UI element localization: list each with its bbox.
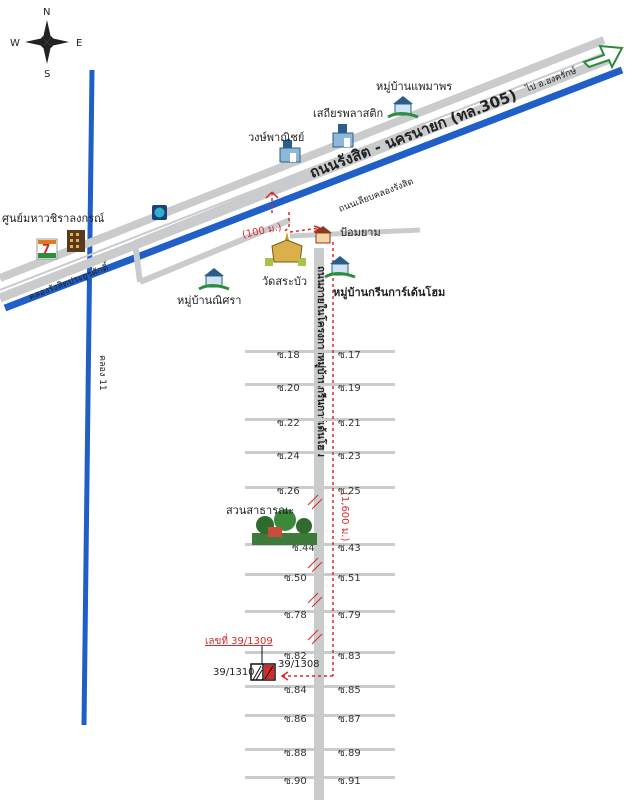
soi-labels-left: ซ.18 ซ.20 ซ.22 ซ.24 ซ.26 ซ.44 ซ.50 ซ.78 … [277,350,315,787]
soi-label: ซ.43 [338,543,361,554]
gas-station-icon [152,205,167,220]
soi-label: ซ.19 [338,383,361,394]
seven-eleven-text: 7 [42,242,50,256]
soi-label: ซ.78 [284,610,307,621]
soi-label: ซ.20 [277,383,300,394]
village-phaemaphon-label: หมู่บ้านแพมาพร [376,80,452,93]
village-road-label: ถนนภายในโครงการหมู่บ้านกรีนการ์เด้นโฮม [314,266,328,457]
mall-label: ศูนย์มหาวชิราลงกรณ์ [2,212,104,225]
main-road-upper [0,53,614,303]
compass-e: E [76,38,82,49]
soi-label: ซ.25 [338,486,361,497]
soi-lines [245,350,395,779]
soi-labels-right: ซ.17 ซ.19 ซ.21 ซ.23 ซ.25 ซ.43 ซ.51 ซ.79 … [338,350,361,787]
soi-label: ซ.89 [338,748,361,759]
soi-label: ซ.91 [338,776,361,787]
vertical-canal-label: คลอง 11 [97,355,107,391]
soi-label: ซ.84 [284,685,307,696]
soi-label: ซ.82 [284,651,307,662]
house-icon [324,256,356,279]
target-plots [250,663,276,681]
soi-label: ซ.24 [277,451,300,462]
short-distance-label: (100 ม.) [241,222,282,241]
soi-label: ซ.90 [284,776,307,787]
seven-eleven-icon: 7 [36,238,58,260]
compass-n: N [43,7,50,18]
village-natthira-label: หมู่บ้านณิศรา [177,294,241,307]
direction-arrow-icon [582,44,624,70]
compass-s: S [44,69,50,80]
soi-label: ซ.44 [292,543,315,554]
compass-icon: N S E W [10,7,82,80]
soi-label: ซ.26 [277,486,300,497]
guard-post-icon [314,226,332,244]
soi-label: ซ.22 [277,418,300,429]
diagonal-canal-line [3,66,624,312]
target-plot-label: เลขที่ 39/1309 [205,633,273,647]
frontage-road-label: ถนนเลียบคลองรังสิต [337,176,415,215]
road-break-marks [307,494,323,645]
wongpanich-label: วงษ์พาณิชย์ [248,131,304,144]
frontage-road-line [133,122,427,246]
left-plot-label: 39/1310 [213,667,255,678]
soi-label: ซ.87 [338,714,361,725]
soi-label: ซ.17 [338,350,361,361]
guard-post-label: ป้อมยาม [340,226,381,239]
shop-icon [279,140,301,163]
park-label: สวนสาธารณะ [226,504,294,517]
soi-label: ซ.83 [338,651,361,662]
village-green-garden-label: หมู่บ้านกรีนการ์เด้นโฮม [333,285,445,300]
route-path [265,191,334,681]
soi-label: ซ.21 [338,418,361,429]
temple-label: วัดสระบัว [262,275,307,288]
temple-icon [265,232,306,266]
soi-label: ซ.79 [338,610,361,621]
guard-post-lane [289,227,421,239]
soi-label: ซ.51 [338,573,361,584]
soi-label: ซ.23 [338,451,361,462]
building-icon [67,230,85,252]
house-icon [387,96,419,119]
compass-w: W [10,38,20,49]
long-distance-label: (1,600 ม.) [339,492,350,541]
park-icon [252,509,317,545]
soi-label: ซ.85 [338,685,361,696]
shop-icon [332,124,354,148]
main-road-lower [0,36,606,282]
right-plot-label: 39/1308 [278,659,320,670]
village-main-road [314,248,324,800]
soi-label: ซ.18 [277,350,300,361]
plastic-shop-label: เสถียรพลาสติก [313,107,383,120]
vertical-canal-line [81,69,95,726]
soi-label: ซ.88 [284,748,307,759]
soi-label: ซ.86 [284,714,307,725]
soi-label: ซ.50 [284,573,307,584]
house-icon [198,268,230,291]
